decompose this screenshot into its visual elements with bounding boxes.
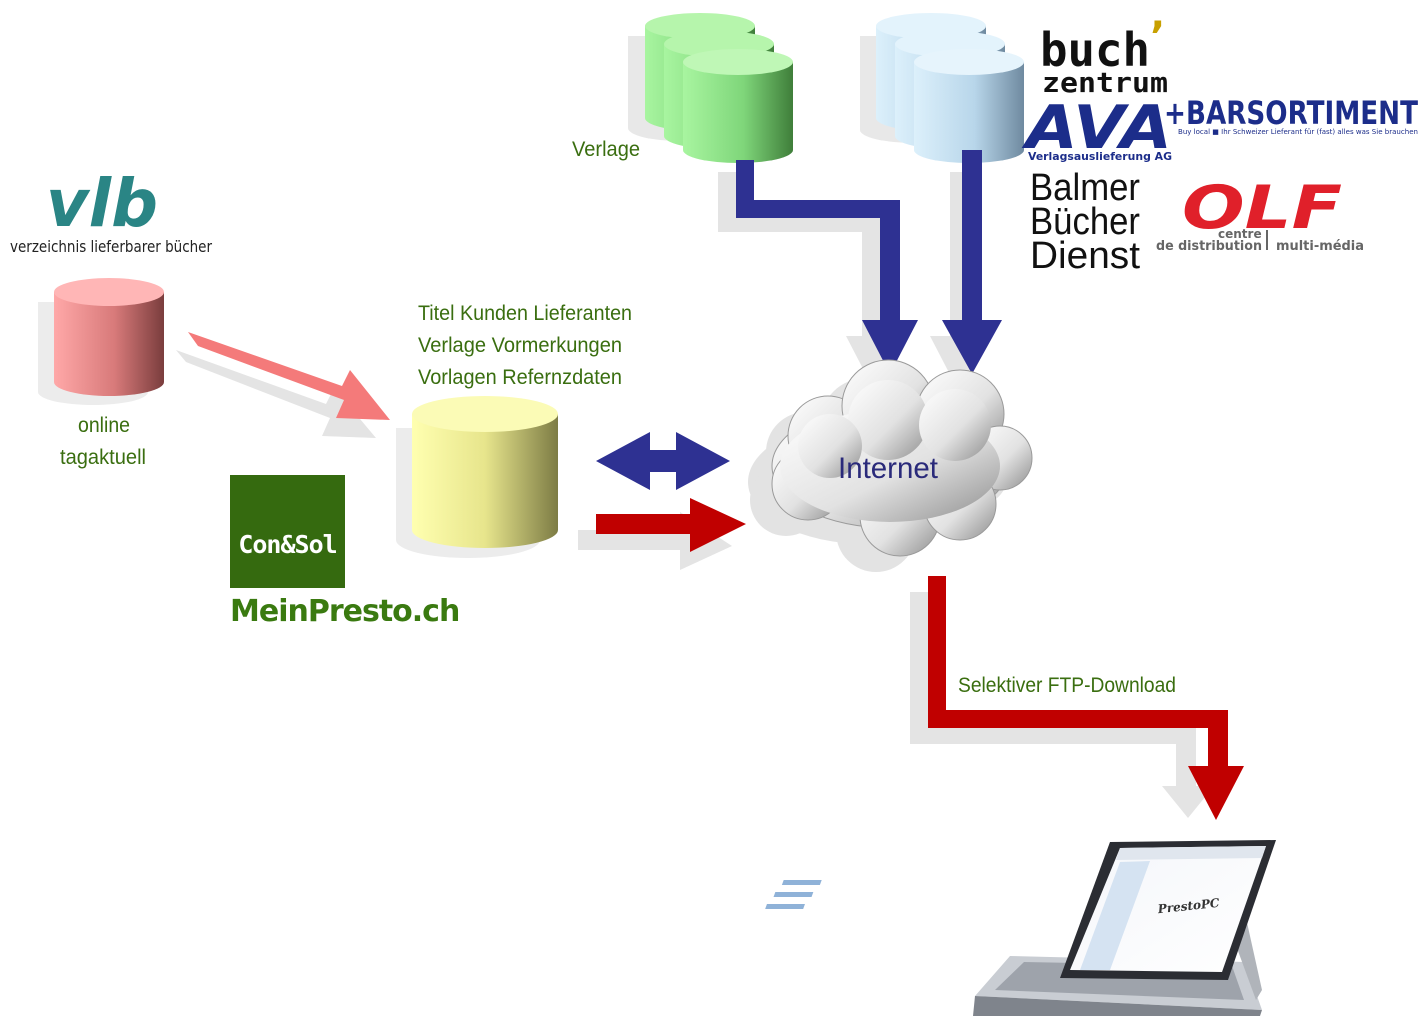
db-blue-3: [914, 49, 1024, 163]
olf-logo-sub2: de distribution: [1156, 239, 1262, 254]
label-ftp-download: Selektiver FTP-Download: [958, 674, 1176, 697]
label-online: online: [78, 414, 130, 437]
arrow-sync-bidirectional: [596, 432, 730, 490]
balmer-logo-line2: Bücher: [1030, 201, 1140, 243]
ava-logo: AVA Verlagsauslieferung AG +BARSORTIMENT…: [1022, 93, 1419, 163]
buchzentrum-logo-apostrophe: ’: [1150, 14, 1165, 60]
db-green-3: [683, 49, 793, 163]
olf-logo-mark: OLF: [1182, 173, 1342, 243]
label-db-line3: Vorlagen Refernzdaten: [418, 366, 622, 389]
vlb-database: [38, 278, 164, 405]
presto-screen-logo: PrestoPC: [1156, 896, 1220, 917]
olf-logo-sub1: centre: [1218, 227, 1262, 241]
distributor-databases: [860, 13, 1024, 163]
consol-logo: Con&Sol: [230, 475, 345, 588]
publisher-databases: [628, 13, 793, 163]
vlb-logo: vlb verzeichnis lieferbarer bücher: [10, 165, 212, 256]
balmer-logo-line1: Balmer: [1030, 167, 1140, 209]
arrow-ftp-download: [928, 576, 1244, 820]
ava-logo-subtitle: Verlagsauslieferung AG: [1028, 150, 1172, 163]
vlb-logo-mark: vlb: [46, 165, 158, 242]
barsortiment-logo-subtitle: Buy local ■ Ihr Schweizer Lieferant für …: [1178, 128, 1418, 136]
arrow-vlb-to-db: [188, 332, 390, 420]
arrow-publishers-to-internet: [736, 160, 918, 374]
internet-cloud: [748, 359, 1033, 572]
label-db-line1: Titel Kunden Lieferanten: [418, 302, 632, 325]
arrow-upload-red: [596, 498, 746, 552]
blue-down-arrows: [736, 150, 1002, 374]
buchzentrum-logo: buch ’ zentrum: [1040, 14, 1168, 99]
label-verlage: Verlage: [572, 138, 640, 161]
balmer-logo-line3: Dienst: [1030, 235, 1140, 277]
meinpresto-logo: MeinPresto.ch: [230, 594, 460, 629]
label-db-line2: Verlage Vormerkungen: [418, 334, 622, 357]
olf-logo-sub3: multi-média: [1276, 239, 1364, 254]
label-internet: Internet: [838, 452, 939, 485]
barsortiment-logo: +BARSORTIMENT: [1164, 94, 1418, 132]
buchzentrum-logo-line2: zentrum: [1042, 66, 1168, 99]
buchzentrum-logo-line1: buch: [1040, 23, 1150, 77]
ava-logo-mark: AVA: [1022, 93, 1172, 163]
olf-logo: OLF centre de distribution multi-média: [1156, 173, 1364, 254]
label-tagaktuell: tagaktuell: [60, 446, 146, 469]
central-database: [396, 396, 558, 558]
laptop-image: PrestoPC: [765, 840, 1276, 1016]
consol-logo-text: Con&Sol: [238, 530, 337, 559]
arrow-distributors-to-internet: [942, 150, 1002, 374]
vlb-logo-text: verzeichnis lieferbarer bücher: [10, 237, 212, 256]
balmer-logo: Balmer Bücher Dienst: [1030, 167, 1140, 277]
